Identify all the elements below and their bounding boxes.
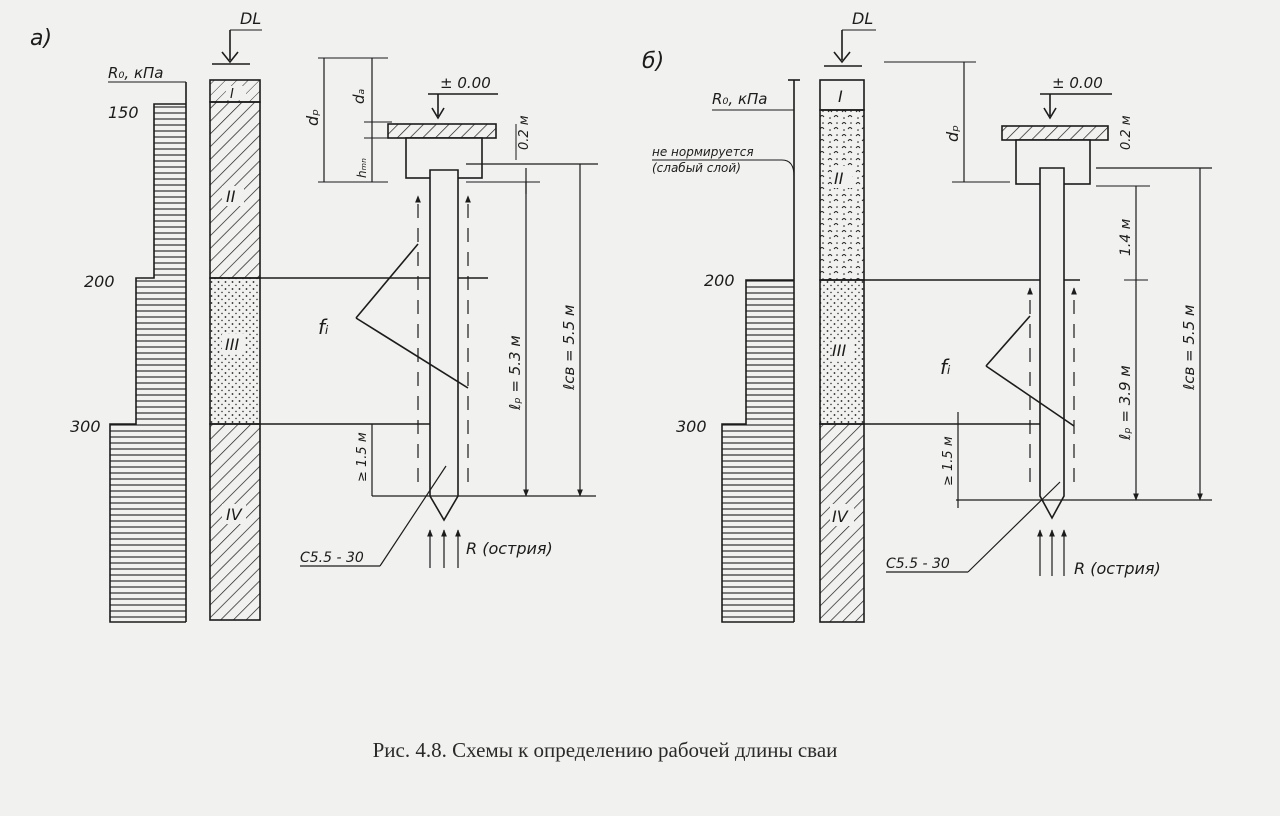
r0-axis-label-a: R₀, кПа bbox=[108, 64, 164, 82]
dp-label-b: dₚ bbox=[943, 125, 962, 142]
cap-thickness-a: 0.2 м bbox=[517, 115, 532, 150]
weak-soil-note-2: (слабый слой) bbox=[652, 161, 741, 175]
layer-label-II-a: II bbox=[226, 187, 236, 206]
dl-label-b: DL bbox=[852, 9, 873, 28]
cap-thickness-b: 0.2 м bbox=[1119, 115, 1134, 150]
embed-label-b: ≥ 1.5 м bbox=[941, 436, 956, 486]
dl-marker-a bbox=[212, 30, 250, 65]
level-label-b: ± 0.00 bbox=[1052, 74, 1103, 92]
soil-layer-II-b bbox=[819, 109, 865, 281]
layer-label-III-b: III bbox=[832, 341, 846, 360]
figure-caption: Рис. 4.8. Схемы к определению рабочей дл… bbox=[372, 738, 838, 762]
layer-label-II-b: II bbox=[834, 169, 844, 188]
layer-label-IV-b: IV bbox=[832, 507, 849, 526]
pile-cap-plate-b bbox=[1001, 125, 1109, 141]
diagram-a: а) R₀, кПа 150 200 300 I II III IV DL bbox=[30, 9, 598, 623]
pile-shaft-a bbox=[429, 169, 459, 522]
r0-tick-200: 200 bbox=[84, 272, 115, 291]
pile-cap-plate-a bbox=[387, 123, 497, 139]
r0-histogram-a bbox=[109, 103, 186, 623]
dl-marker-b bbox=[824, 30, 862, 67]
embed-label-a: ≥ 1.5 м bbox=[355, 432, 370, 482]
fi-label-a: fᵢ bbox=[318, 315, 329, 339]
diagram-b: б) R₀, кПа 200 300 не нормируется (слабы… bbox=[642, 9, 1212, 623]
da-label-a: dₐ bbox=[350, 88, 368, 104]
r0-tick-300-b: 300 bbox=[676, 417, 707, 436]
pile-mark-b: С5.5 - 30 bbox=[886, 556, 950, 572]
r0-axis-label-b: R₀, кПа bbox=[712, 90, 768, 108]
friction-arrows-b bbox=[1027, 287, 1077, 482]
lsv-label-b: ℓсв = 5.5 м bbox=[1180, 305, 1198, 391]
dp-label-a: dₚ bbox=[303, 109, 322, 126]
level-label-a: ± 0.00 bbox=[440, 74, 491, 92]
r0-tick-300: 300 bbox=[70, 417, 101, 436]
pile-shaft-b bbox=[1039, 167, 1065, 520]
lsv-label-a: ℓсв = 5.5 м bbox=[560, 305, 578, 391]
tip-label-b: R (острия) bbox=[1074, 559, 1161, 578]
fi-label-b: fᵢ bbox=[940, 355, 951, 379]
weak-soil-note-1: не нормируется bbox=[652, 145, 754, 159]
layer-label-IV-a: IV bbox=[226, 505, 243, 524]
layer-label-I-b: I bbox=[838, 87, 843, 106]
lp-label-b: ℓₚ = 3.9 м bbox=[1116, 365, 1134, 441]
tip-label-a: R (острия) bbox=[466, 539, 553, 558]
dl-label-a: DL bbox=[240, 9, 261, 28]
panel-label-a: а) bbox=[30, 26, 52, 51]
r0-histogram-b bbox=[721, 279, 794, 623]
layer-label-I-a: I bbox=[230, 87, 234, 102]
r0-tick-200-b: 200 bbox=[704, 271, 735, 290]
upper-length-b: 1.4 м bbox=[1118, 218, 1134, 256]
pile-mark-a: С5.5 - 30 bbox=[300, 550, 364, 566]
r0-tick-150: 150 bbox=[108, 103, 139, 122]
tip-resistance-arrows-a bbox=[427, 529, 461, 568]
layer-label-III-a: III bbox=[225, 335, 239, 354]
soil-layer-I-b bbox=[819, 79, 865, 111]
panel-label-b: б) bbox=[642, 49, 664, 74]
hrost-label-a: hₘₙ bbox=[355, 158, 369, 178]
lp-label-a: ℓₚ = 5.3 м bbox=[506, 335, 524, 411]
tip-resistance-arrows-b bbox=[1037, 529, 1067, 576]
